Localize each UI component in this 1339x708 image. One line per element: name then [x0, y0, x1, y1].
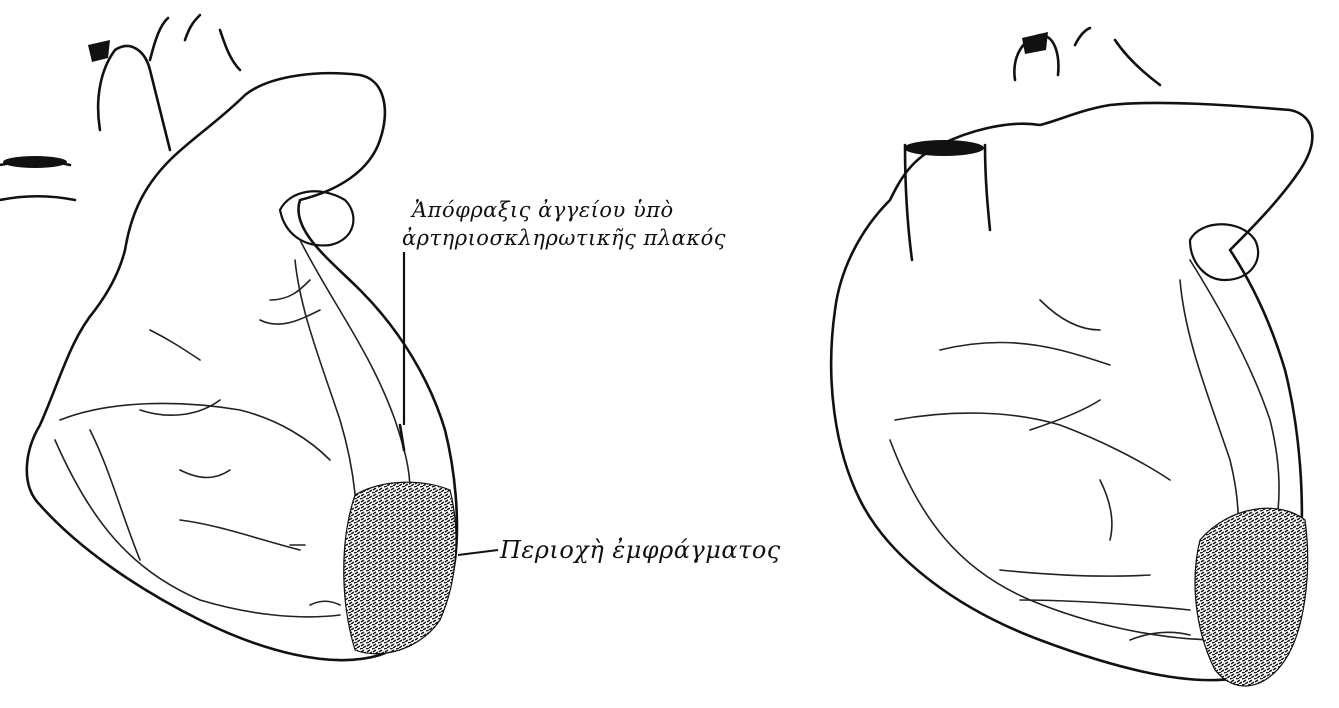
right-coronary-ticks: [1100, 480, 1190, 640]
right-coronary-circumflex: [895, 413, 1170, 480]
left-vessel-top-opening: [88, 40, 110, 62]
left-aorta: [98, 46, 170, 150]
right-vessel-top-opening: [1022, 32, 1048, 54]
right-coronary-main: [1190, 260, 1279, 510]
left-auricle: [280, 191, 353, 245]
right-heart: [831, 28, 1312, 686]
left-coronary-branch-1: [260, 280, 320, 324]
right-auricle: [1190, 224, 1258, 280]
right-vessel-opening: [904, 140, 984, 156]
left-coronary-lad: [295, 260, 357, 560]
left-vessel-branch: [150, 15, 240, 70]
right-infarct-region: [1195, 508, 1308, 686]
left-infarct-region: [344, 482, 456, 654]
right-coronary-posterior: [1000, 570, 1190, 610]
left-coronary-branch-2: [140, 330, 220, 415]
left-heart: [0, 15, 498, 660]
infarct-leader-line: [458, 550, 498, 555]
right-coronary-lower: [890, 440, 1220, 640]
occlusion-label-line-1: Ἀπόφραξις ἀγγείου ὑπὸ: [412, 198, 674, 222]
left-vessel-opening: [3, 156, 67, 168]
left-coronary-ticks: [180, 470, 340, 605]
left-coronary-posterior: [90, 430, 300, 560]
right-coronary-branch-2: [1030, 300, 1100, 430]
left-coronary-lower: [55, 440, 340, 617]
left-coronary-main: [300, 240, 410, 490]
right-coronary-branch-1: [940, 343, 1110, 366]
right-vena-cava: [905, 145, 990, 260]
infarct-area-label: Περιοχὴ ἐμφράγματος: [500, 536, 781, 564]
occlusion-label-line-2: ἀρτηριοσκληρωτικῆς πλακός: [402, 226, 726, 250]
